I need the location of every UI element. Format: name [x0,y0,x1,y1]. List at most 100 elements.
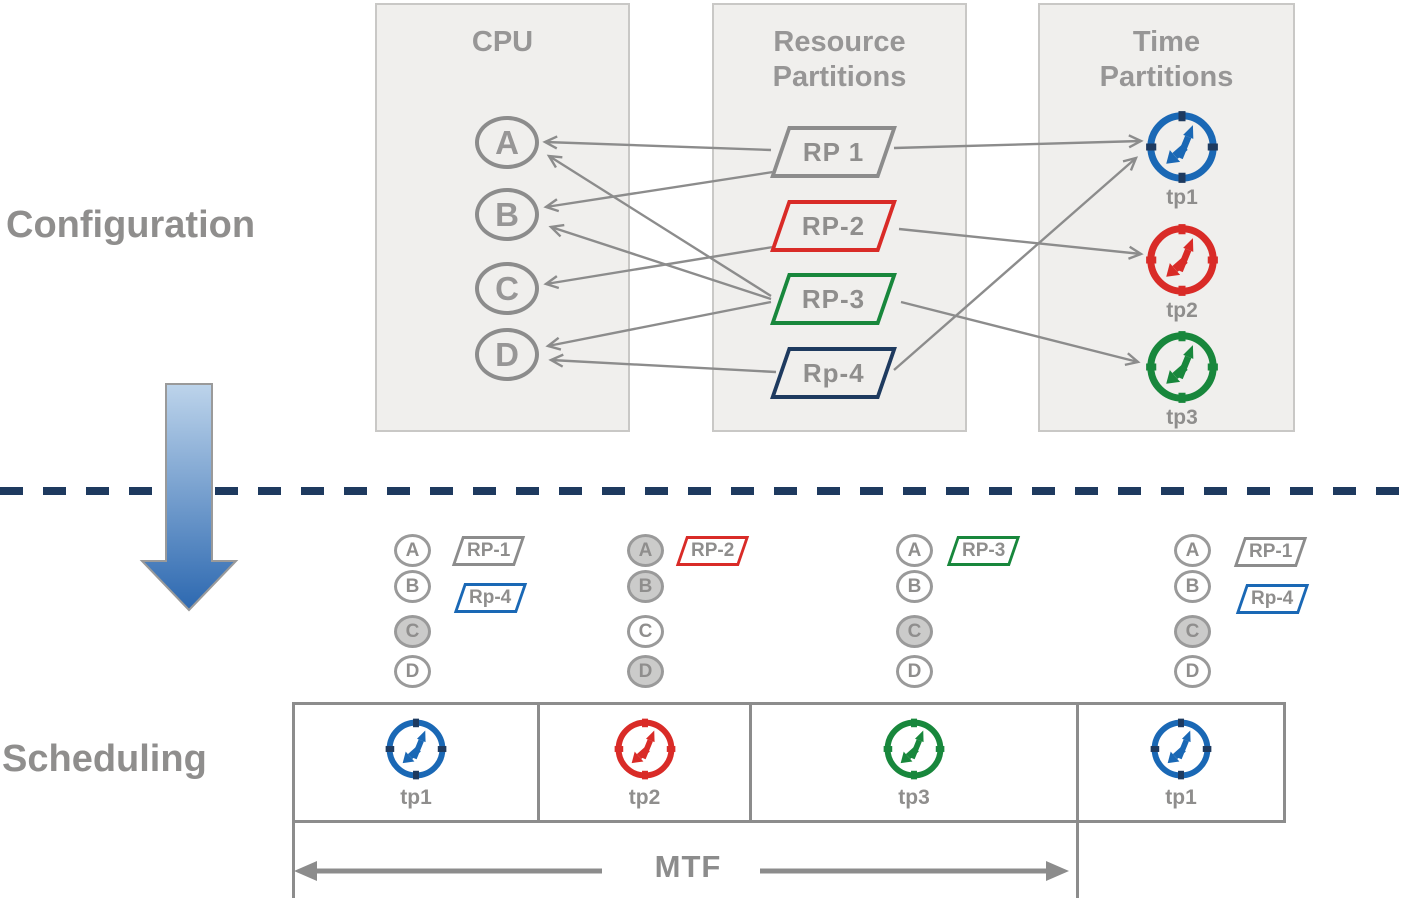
tp2-clock-icon [1143,221,1221,299]
mtf-left-boundary-line [292,822,295,898]
timeline-slot-2: tp2 [537,702,752,823]
slot3-cpu-b-label: B [907,575,922,597]
slot1-cpu-b: B [394,570,431,603]
slot2-cpu-a: A [627,534,664,567]
slot3-cpu-c: C [896,615,933,648]
slot1-cpu-d-label: D [405,660,420,682]
slot2-cpu-b-label: B [638,575,653,597]
cpu-node-b-label: B [495,195,519,233]
slot1-cpu-b-label: B [405,575,420,597]
cpu-node-a-label: A [495,123,519,161]
slot1-cpu-a-label: A [405,539,420,561]
tp1-clock-icon [1143,108,1221,186]
cpu-panel-title: CPU [471,26,534,58]
mtf-span-arrow [294,861,1069,881]
slot3-rp3-label: RP-3 [961,540,1006,561]
timeline-slot-3-label: tp3 [898,786,930,809]
connection-rp4-cpu-d [548,353,777,374]
rp-node-rp2: RP-2 [770,200,897,252]
slot4-rp1-box: RP-1 [1233,537,1308,567]
slot1-cpu-c: C [394,615,431,648]
configuration-section-label: Configuration [6,204,256,246]
slot1-cpu-a: A [394,534,431,567]
connection-rp3-cpu-a [546,154,772,298]
rp-node-rp4-label: Rp-4 [802,357,865,388]
connection-rp1-cpu-a [542,135,772,152]
slot2-cpu-c: C [627,615,664,648]
slot3-cpu-a-label: A [907,539,922,561]
down-arrow-icon [139,383,239,612]
slot1-cpu-c-label: C [405,620,420,642]
slot4-cpu-a-label: A [1185,539,1200,561]
slot4-cpu-c-label: C [1185,620,1200,642]
timeline-tp2-clock-icon [612,716,678,782]
slot4-cpu-d: D [1174,655,1211,688]
resource-partitions-panel-title: Resource Partitions [772,26,907,94]
connection-rp2-tp2 [898,227,1144,260]
slot4-rp4-box: Rp-4 [1235,584,1310,614]
slot4-cpu-b-label: B [1185,575,1200,597]
slot2-cpu-a-label: A [638,539,653,561]
rp-node-rp3-label: RP-3 [801,283,866,314]
cpu-node-a: A [475,116,539,169]
rp-node-rp2-label: RP-2 [801,210,866,241]
slot2-cpu-c-label: C [638,620,653,642]
rp-node-rp3: RP-3 [770,273,897,325]
slot1-cpu-d: D [394,655,431,688]
cpu-node-d: D [475,328,539,381]
cpu-node-c-label: C [495,269,519,307]
timeline-slot-2-label: tp2 [628,786,661,809]
slot4-cpu-a: A [1174,534,1211,567]
connection-rp2-cpu-c [543,245,774,290]
slot3-cpu-d-label: D [907,660,922,682]
mtf-left-arrowhead-icon [294,861,317,881]
slot2-cpu-d-label: D [638,660,653,682]
tp1-label: tp1 [1166,186,1198,209]
timeline-slot-3: tp3 [749,702,1079,823]
timeline-tp1-repeat-clock-icon [1148,716,1214,782]
cpu-node-d-label: D [495,335,519,373]
slot2-rp2-box: RP-2 [675,536,750,566]
slot1-rp1-label: RP-1 [466,540,511,561]
slot3-cpu-d: D [896,655,933,688]
config-to-scheduling-arrow [139,383,239,612]
mtf-right-boundary-line [1076,822,1079,898]
scheduling-section-label: Scheduling [2,738,207,780]
rp-node-rp1-label: RP 1 [802,136,865,167]
slot1-rp1-box: RP-1 [451,536,526,566]
slot4-cpu-c: C [1174,615,1211,648]
slot2-cpu-d: D [627,655,664,688]
slot3-cpu-a: A [896,534,933,567]
rp-node-rp4: Rp-4 [770,347,897,399]
connection-rp1-cpu-b [543,170,774,213]
slot2-cpu-b: B [627,570,664,603]
rp-node-rp1: RP 1 [770,126,897,178]
cpu-node-c: C [475,262,539,315]
config-schedule-divider [0,487,1410,495]
slot2-rp2-label: RP-2 [690,540,735,561]
timeline-slot-4: tp1 [1076,702,1286,823]
cpu-node-b: B [475,188,539,241]
slot3-cpu-b: B [896,570,933,603]
timeline-tp1-clock-icon [383,716,449,782]
slot1-rp4-box: Rp-4 [453,583,528,613]
slot4-cpu-b: B [1174,570,1211,603]
timeline-tp3-clock-icon [881,716,947,782]
slot3-rp3-box: RP-3 [946,536,1021,566]
time-partitions-panel: Time Partitions [1038,3,1295,432]
tp3-clock-icon [1143,328,1221,406]
timeline-slot-1: tp1 [292,702,540,823]
tp2-label: tp2 [1166,299,1198,322]
connection-rp1-tp1 [893,134,1144,150]
connection-rp3-tp3 [900,300,1141,367]
slot3-cpu-c-label: C [907,620,922,642]
slot4-rp4-label: Rp-4 [1251,588,1294,609]
connection-rp3-cpu-d [545,300,772,351]
mtf-label: MTF [654,849,722,884]
mtf-right-arrowhead-icon [1046,861,1069,881]
connection-rp3-cpu-b [548,223,772,301]
tp3-label: tp3 [1166,406,1198,429]
slot4-cpu-d-label: D [1185,660,1200,682]
